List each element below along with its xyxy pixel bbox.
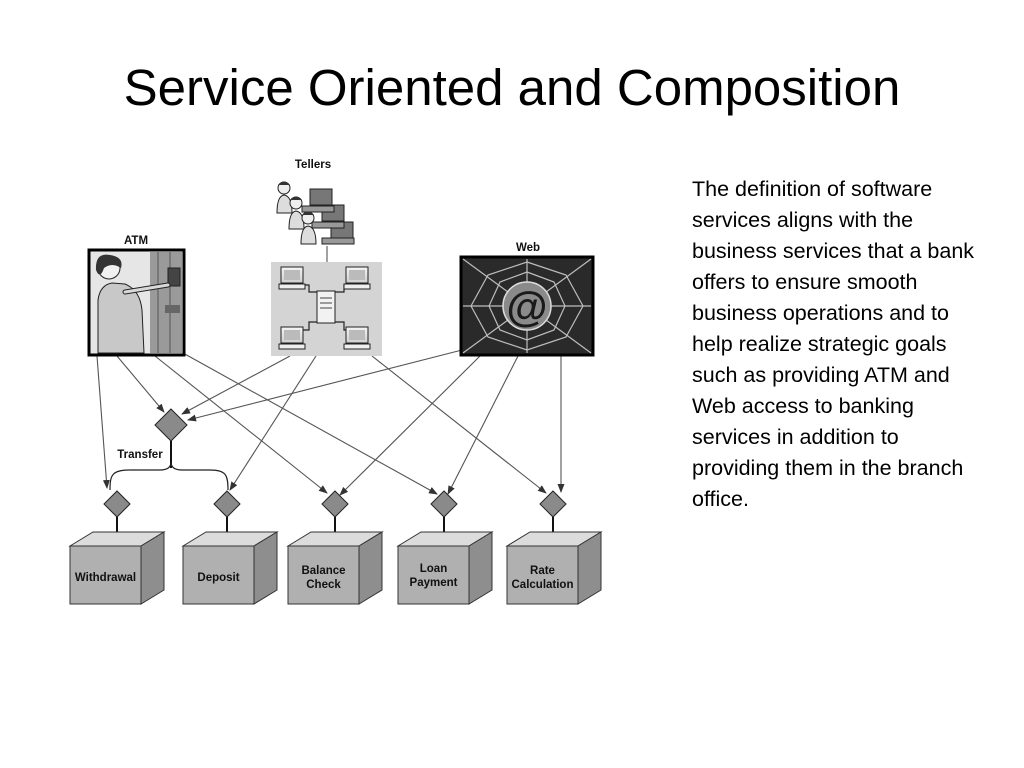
slide-body-text: The definition of software services alig… [692, 177, 975, 511]
service-label-line2: Check [306, 579, 341, 591]
web-channel: Web @ [459, 242, 595, 357]
branch-network [271, 262, 382, 356]
service-label-line1: Balance [301, 565, 345, 577]
service-label-line1: Loan [420, 563, 447, 575]
service-diamond-icon [103, 490, 131, 518]
transfer-composite: Transfer [109, 408, 229, 491]
service-deposit: Deposit [181, 490, 279, 605]
service-label-line1: Rate [530, 565, 555, 577]
service-label: Deposit [197, 572, 239, 584]
transfer-brace [109, 461, 229, 491]
at-symbol-icon: @ [507, 283, 548, 330]
transfer-label: Transfer [117, 449, 163, 461]
service-loan-payment: Loan Payment [396, 490, 494, 605]
computer-network-icon [278, 266, 371, 350]
web-label: Web [516, 242, 540, 254]
service-diamond-icon [430, 490, 458, 518]
service-label-line2: Payment [410, 577, 458, 589]
atm-label: ATM [124, 235, 148, 247]
service-balance-check: Balance Check [286, 490, 384, 605]
atm-channel: ATM [87, 235, 186, 357]
service-rate-calculation: Rate Calculation [505, 490, 603, 605]
tellers-label: Tellers [295, 159, 331, 171]
service-label-line2: Calculation [512, 579, 574, 591]
person-at-atm-icon [95, 252, 182, 354]
service-diamond-icon [213, 490, 241, 518]
service-label: Withdrawal [75, 572, 136, 584]
connector-arrows [96, 246, 565, 496]
service-diamond-icon [539, 490, 567, 518]
service-withdrawal: Withdrawal [68, 490, 166, 605]
slide-title: Service Oriented and Composition [123, 59, 901, 116]
service-diamond-icon [321, 490, 349, 518]
tellers-channel: Tellers [276, 159, 355, 245]
tellers-icon [276, 181, 355, 245]
